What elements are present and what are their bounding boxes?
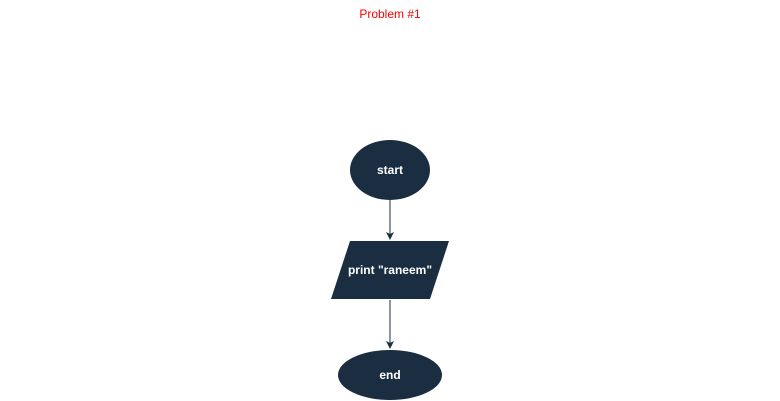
end-node-shape (338, 350, 442, 400)
diagram-title: Problem #1 (359, 7, 421, 21)
print-node-label: print "raneem" (348, 263, 432, 277)
print-node: print "raneem" (331, 241, 449, 299)
start-node: start (350, 140, 430, 200)
start-node-shape (350, 140, 430, 200)
print-node-shape (331, 241, 449, 299)
start-node-label: start (377, 163, 403, 177)
end-node: end (338, 350, 442, 400)
end-node-label: end (379, 368, 400, 382)
